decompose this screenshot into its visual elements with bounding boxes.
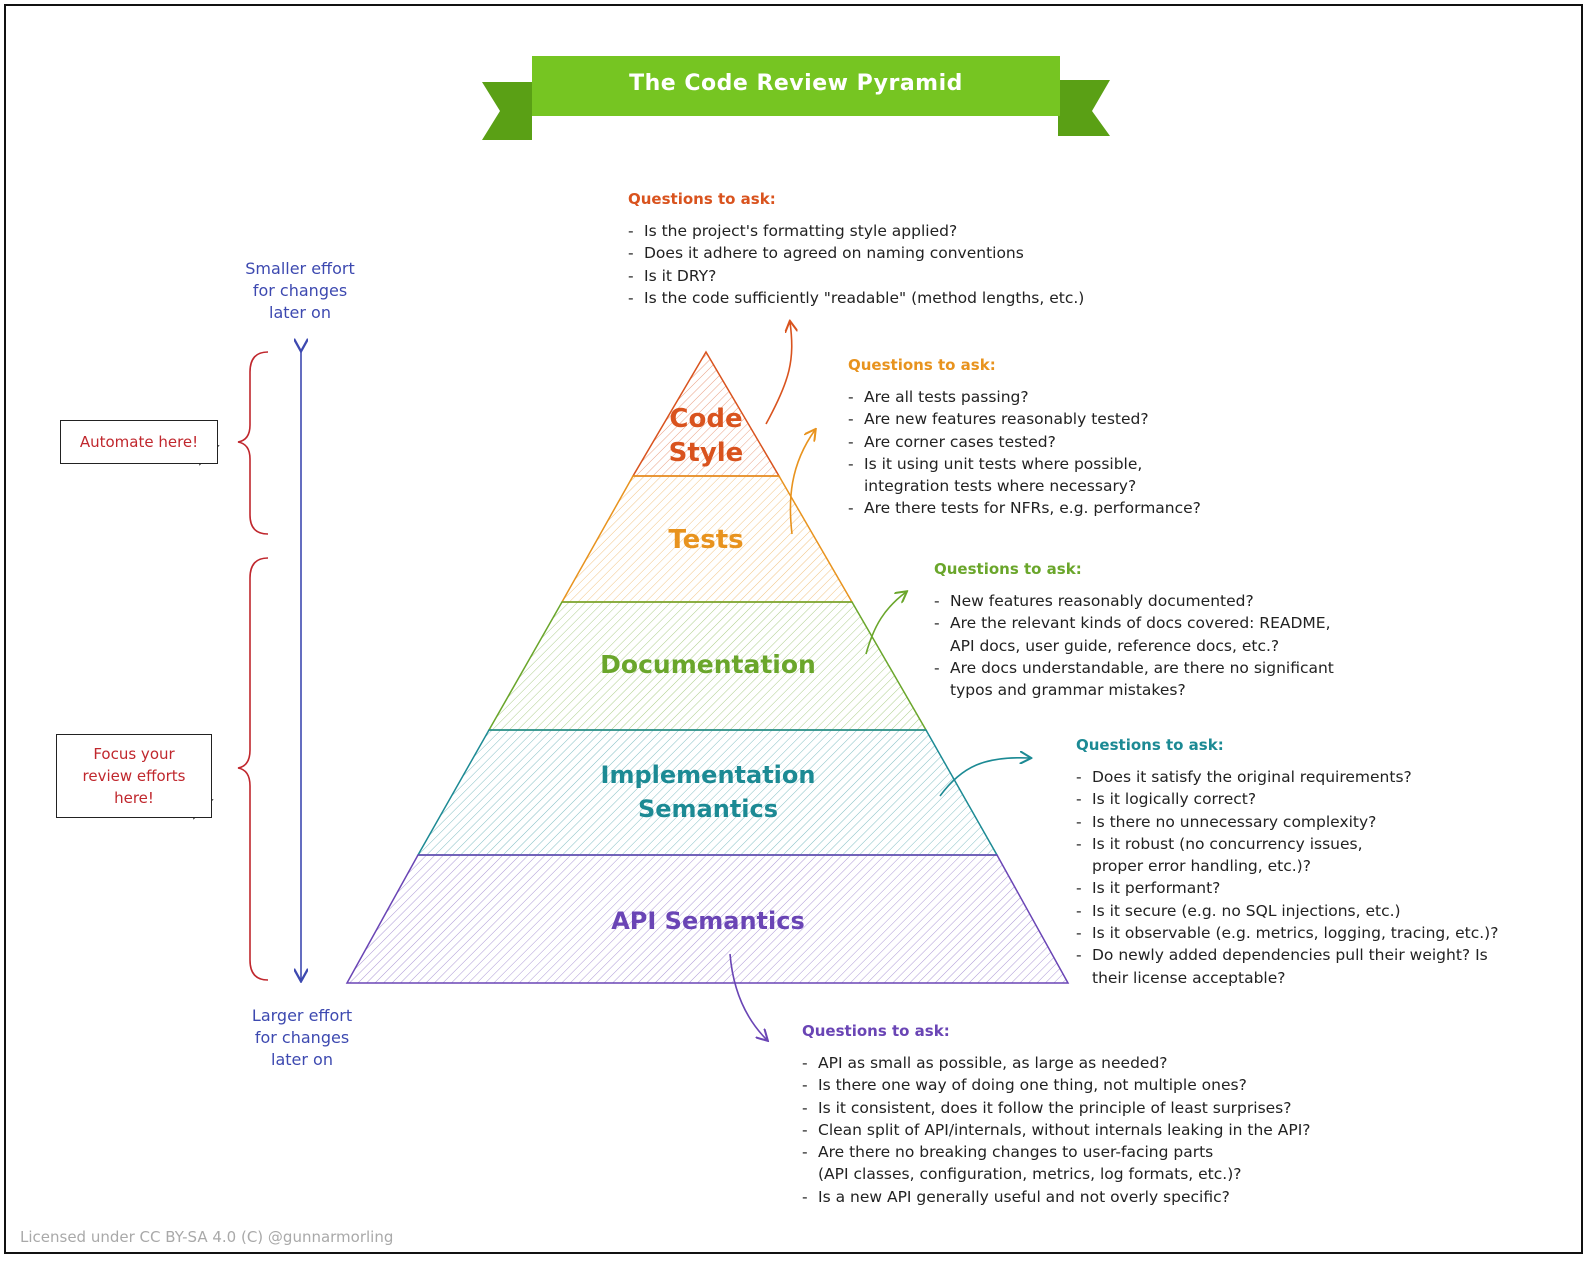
question-item: Is it using unit tests where possible, i… <box>848 453 1201 498</box>
question-item: Is it performant? <box>1076 877 1498 900</box>
title-banner <box>482 56 1110 140</box>
questions-api: Questions to ask: API as small as possib… <box>802 1022 1311 1208</box>
page-title: The Code Review Pyramid <box>629 71 963 96</box>
question-list: Is the project's formatting style applie… <box>628 220 1084 309</box>
arrow-code-style <box>765 322 792 425</box>
question-item: Are all tests passing? <box>848 386 1201 409</box>
question-item: Are new features reasonably tested? <box>848 408 1201 431</box>
banner-body <box>532 56 1060 116</box>
layer-label-implementation-line2: Semantics <box>637 795 779 823</box>
layer-label-code-style-line2: Style <box>668 438 744 468</box>
question-item: Is the project's formatting style applie… <box>628 220 1084 243</box>
question-item: Is there no unnecessary complexity? <box>1076 811 1498 834</box>
brace-automate <box>237 351 269 535</box>
question-item: Are docs understandable, are there no si… <box>934 657 1334 702</box>
question-item: Is it secure (e.g. no SQL injections, et… <box>1076 900 1498 923</box>
questions-implementation: Questions to ask: Does it satisfy the or… <box>1076 736 1498 989</box>
questions-heading: Questions to ask: <box>1076 736 1224 754</box>
question-list: Does it satisfy the original requirement… <box>1076 766 1498 989</box>
questions-heading: Questions to ask: <box>934 560 1082 578</box>
banner-left-ribbon <box>482 82 532 140</box>
arrow-api <box>729 953 767 1040</box>
layer-label-api: API Semantics <box>611 907 805 935</box>
question-item: Is it observable (e.g. metrics, logging,… <box>1076 922 1498 945</box>
question-item: New features reasonably documented? <box>934 590 1334 613</box>
layer-label-code-style-line1: Code <box>669 404 743 434</box>
effort-label-top: Smaller effort for changes later on <box>245 259 355 322</box>
question-item: Is it robust (no concurrency issues, pro… <box>1076 833 1498 878</box>
brace-focus <box>237 557 269 981</box>
outer-frame <box>4 4 1583 1254</box>
questions-code-style: Questions to ask: Is the project's forma… <box>628 190 1084 309</box>
question-item: API as small as possible, as large as ne… <box>802 1052 1311 1075</box>
note-automate: Automate here! <box>60 420 218 464</box>
questions-documentation: Questions to ask: New features reasonabl… <box>934 560 1334 701</box>
arrow-tests <box>789 430 815 535</box>
question-item: Do newly added dependencies pull their w… <box>1076 944 1498 989</box>
question-item: Is the code sufficiently "readable" (met… <box>628 287 1084 310</box>
question-list: Are all tests passing? Are new features … <box>848 386 1201 520</box>
question-item: Are corner cases tested? <box>848 431 1201 454</box>
question-item: Is it DRY? <box>628 265 1084 288</box>
question-item: Is there one way of doing one thing, not… <box>802 1074 1311 1097</box>
layer-label-code-style: Code Style <box>640 402 772 470</box>
question-item: Are there no breaking changes to user-fa… <box>802 1141 1311 1186</box>
arrow-documentation <box>865 592 906 655</box>
question-item: Does it satisfy the original requirement… <box>1076 766 1498 789</box>
layer-label-documentation: Documentation <box>600 650 816 679</box>
pyramid <box>345 350 1070 984</box>
question-item: Clean split of API/internals, without in… <box>802 1119 1311 1142</box>
arrow-implementation <box>939 758 1030 797</box>
question-item: Is a new API generally useful and not ov… <box>802 1186 1311 1209</box>
note-focus: Focus your review efforts here! <box>56 734 212 818</box>
banner-right-ribbon <box>1058 80 1110 136</box>
effort-label-bottom: Larger effort for changes later on <box>251 1006 353 1069</box>
layer-label-implementation: Implementation Semantics <box>560 758 856 826</box>
layer-api <box>345 854 1070 984</box>
questions-tests: Questions to ask: Are all tests passing?… <box>848 356 1201 520</box>
question-list: API as small as possible, as large as ne… <box>802 1052 1311 1208</box>
license-text: Licensed under CC BY-SA 4.0 (C) @gunnarm… <box>20 1228 394 1246</box>
questions-heading: Questions to ask: <box>848 356 996 374</box>
questions-heading: Questions to ask: <box>802 1022 950 1040</box>
question-list: New features reasonably documented? Are … <box>934 590 1334 701</box>
questions-heading: Questions to ask: <box>628 190 776 208</box>
question-item: Is it consistent, does it follow the pri… <box>802 1097 1311 1120</box>
layer-label-tests: Tests <box>668 525 744 555</box>
question-item: Are the relevant kinds of docs covered: … <box>934 612 1334 657</box>
question-item: Is it logically correct? <box>1076 788 1498 811</box>
layer-label-implementation-line1: Implementation <box>600 761 816 789</box>
question-item: Does it adhere to agreed on naming conve… <box>628 242 1084 265</box>
question-item: Are there tests for NFRs, e.g. performan… <box>848 497 1201 520</box>
